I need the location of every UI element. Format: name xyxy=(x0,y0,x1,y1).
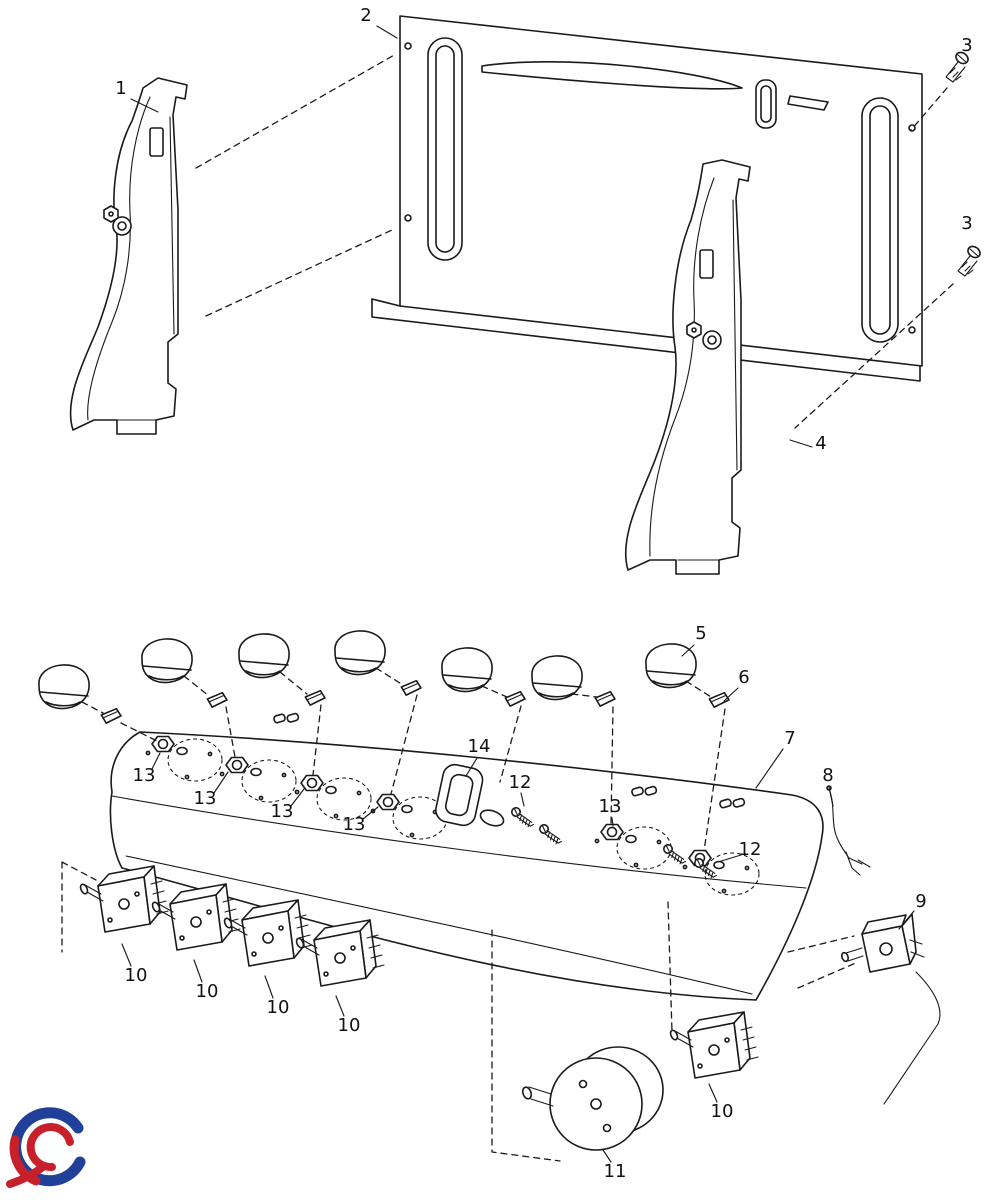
part-label-10: 10 xyxy=(267,997,290,1018)
part-label-13: 13 xyxy=(194,788,217,809)
control-panel xyxy=(109,731,824,1001)
alignment-dashes-screws xyxy=(794,87,954,429)
energy-regulator-switch xyxy=(78,865,169,933)
part-label-13: 13 xyxy=(133,765,156,786)
part-label-10: 10 xyxy=(196,981,219,1002)
energy-regulator-switch xyxy=(150,883,241,951)
part-label-14: 14 xyxy=(468,736,491,757)
wiring-lead xyxy=(826,785,871,876)
panel-pin xyxy=(272,709,300,728)
alignment-dashes-components xyxy=(61,861,859,1162)
part-label-8: 8 xyxy=(822,765,833,786)
part-label-6: 6 xyxy=(738,667,749,688)
brand-logo xyxy=(6,1107,91,1189)
callout-leader-lines xyxy=(121,25,915,1163)
knob-clip xyxy=(707,691,731,709)
control-knob xyxy=(238,633,290,679)
part-label-13: 13 xyxy=(271,801,294,822)
part-label-7: 7 xyxy=(784,728,795,749)
knob-clip xyxy=(205,691,229,709)
part-label-10: 10 xyxy=(711,1101,734,1122)
part-label-5: 5 xyxy=(695,623,706,644)
energy-regulator-switch xyxy=(294,919,385,987)
timer-bracket xyxy=(435,763,505,827)
alignment-dashes-knobs xyxy=(81,667,726,852)
knob-clip xyxy=(303,689,327,707)
control-knob xyxy=(141,638,193,684)
control-knob xyxy=(334,630,386,676)
part-label-10: 10 xyxy=(125,965,148,986)
part-label-3: 3 xyxy=(961,35,972,56)
knob-clip xyxy=(593,690,617,708)
energy-regulator-switch xyxy=(668,1011,759,1079)
callout-labels: 1 2 3 3 4 5 6 7 8 9 10 10 10 10 10 11 12… xyxy=(115,5,972,1182)
part-label-10: 10 xyxy=(338,1015,361,1036)
part-label-13: 13 xyxy=(343,814,366,835)
panel-screw xyxy=(957,243,983,277)
logo-red-tail xyxy=(6,1162,48,1188)
knob-clip xyxy=(503,690,527,708)
control-knob xyxy=(38,664,90,710)
energy-regulator-switch xyxy=(222,899,313,967)
part-label-13: 13 xyxy=(599,796,622,817)
part-label-1: 1 xyxy=(115,78,126,99)
knob-clip xyxy=(99,707,123,725)
part-label-4: 4 xyxy=(815,433,826,454)
part-label-12: 12 xyxy=(509,772,532,793)
part-label-2: 2 xyxy=(360,5,371,26)
logo-red-spiral xyxy=(26,1123,74,1172)
left-side-bracket xyxy=(69,77,188,435)
thermostat xyxy=(840,913,941,1105)
part-label-3: 3 xyxy=(961,213,972,234)
part-label-11: 11 xyxy=(604,1161,627,1182)
back-panel xyxy=(371,15,923,382)
part-label-12: 12 xyxy=(739,839,762,860)
control-knob xyxy=(441,647,493,693)
knob-clip xyxy=(399,679,423,697)
part-label-9: 9 xyxy=(915,891,926,912)
alignment-dashes-left-bracket xyxy=(195,53,397,317)
right-side-bracket xyxy=(624,159,751,575)
timer xyxy=(521,1046,664,1151)
control-knob xyxy=(531,655,583,701)
